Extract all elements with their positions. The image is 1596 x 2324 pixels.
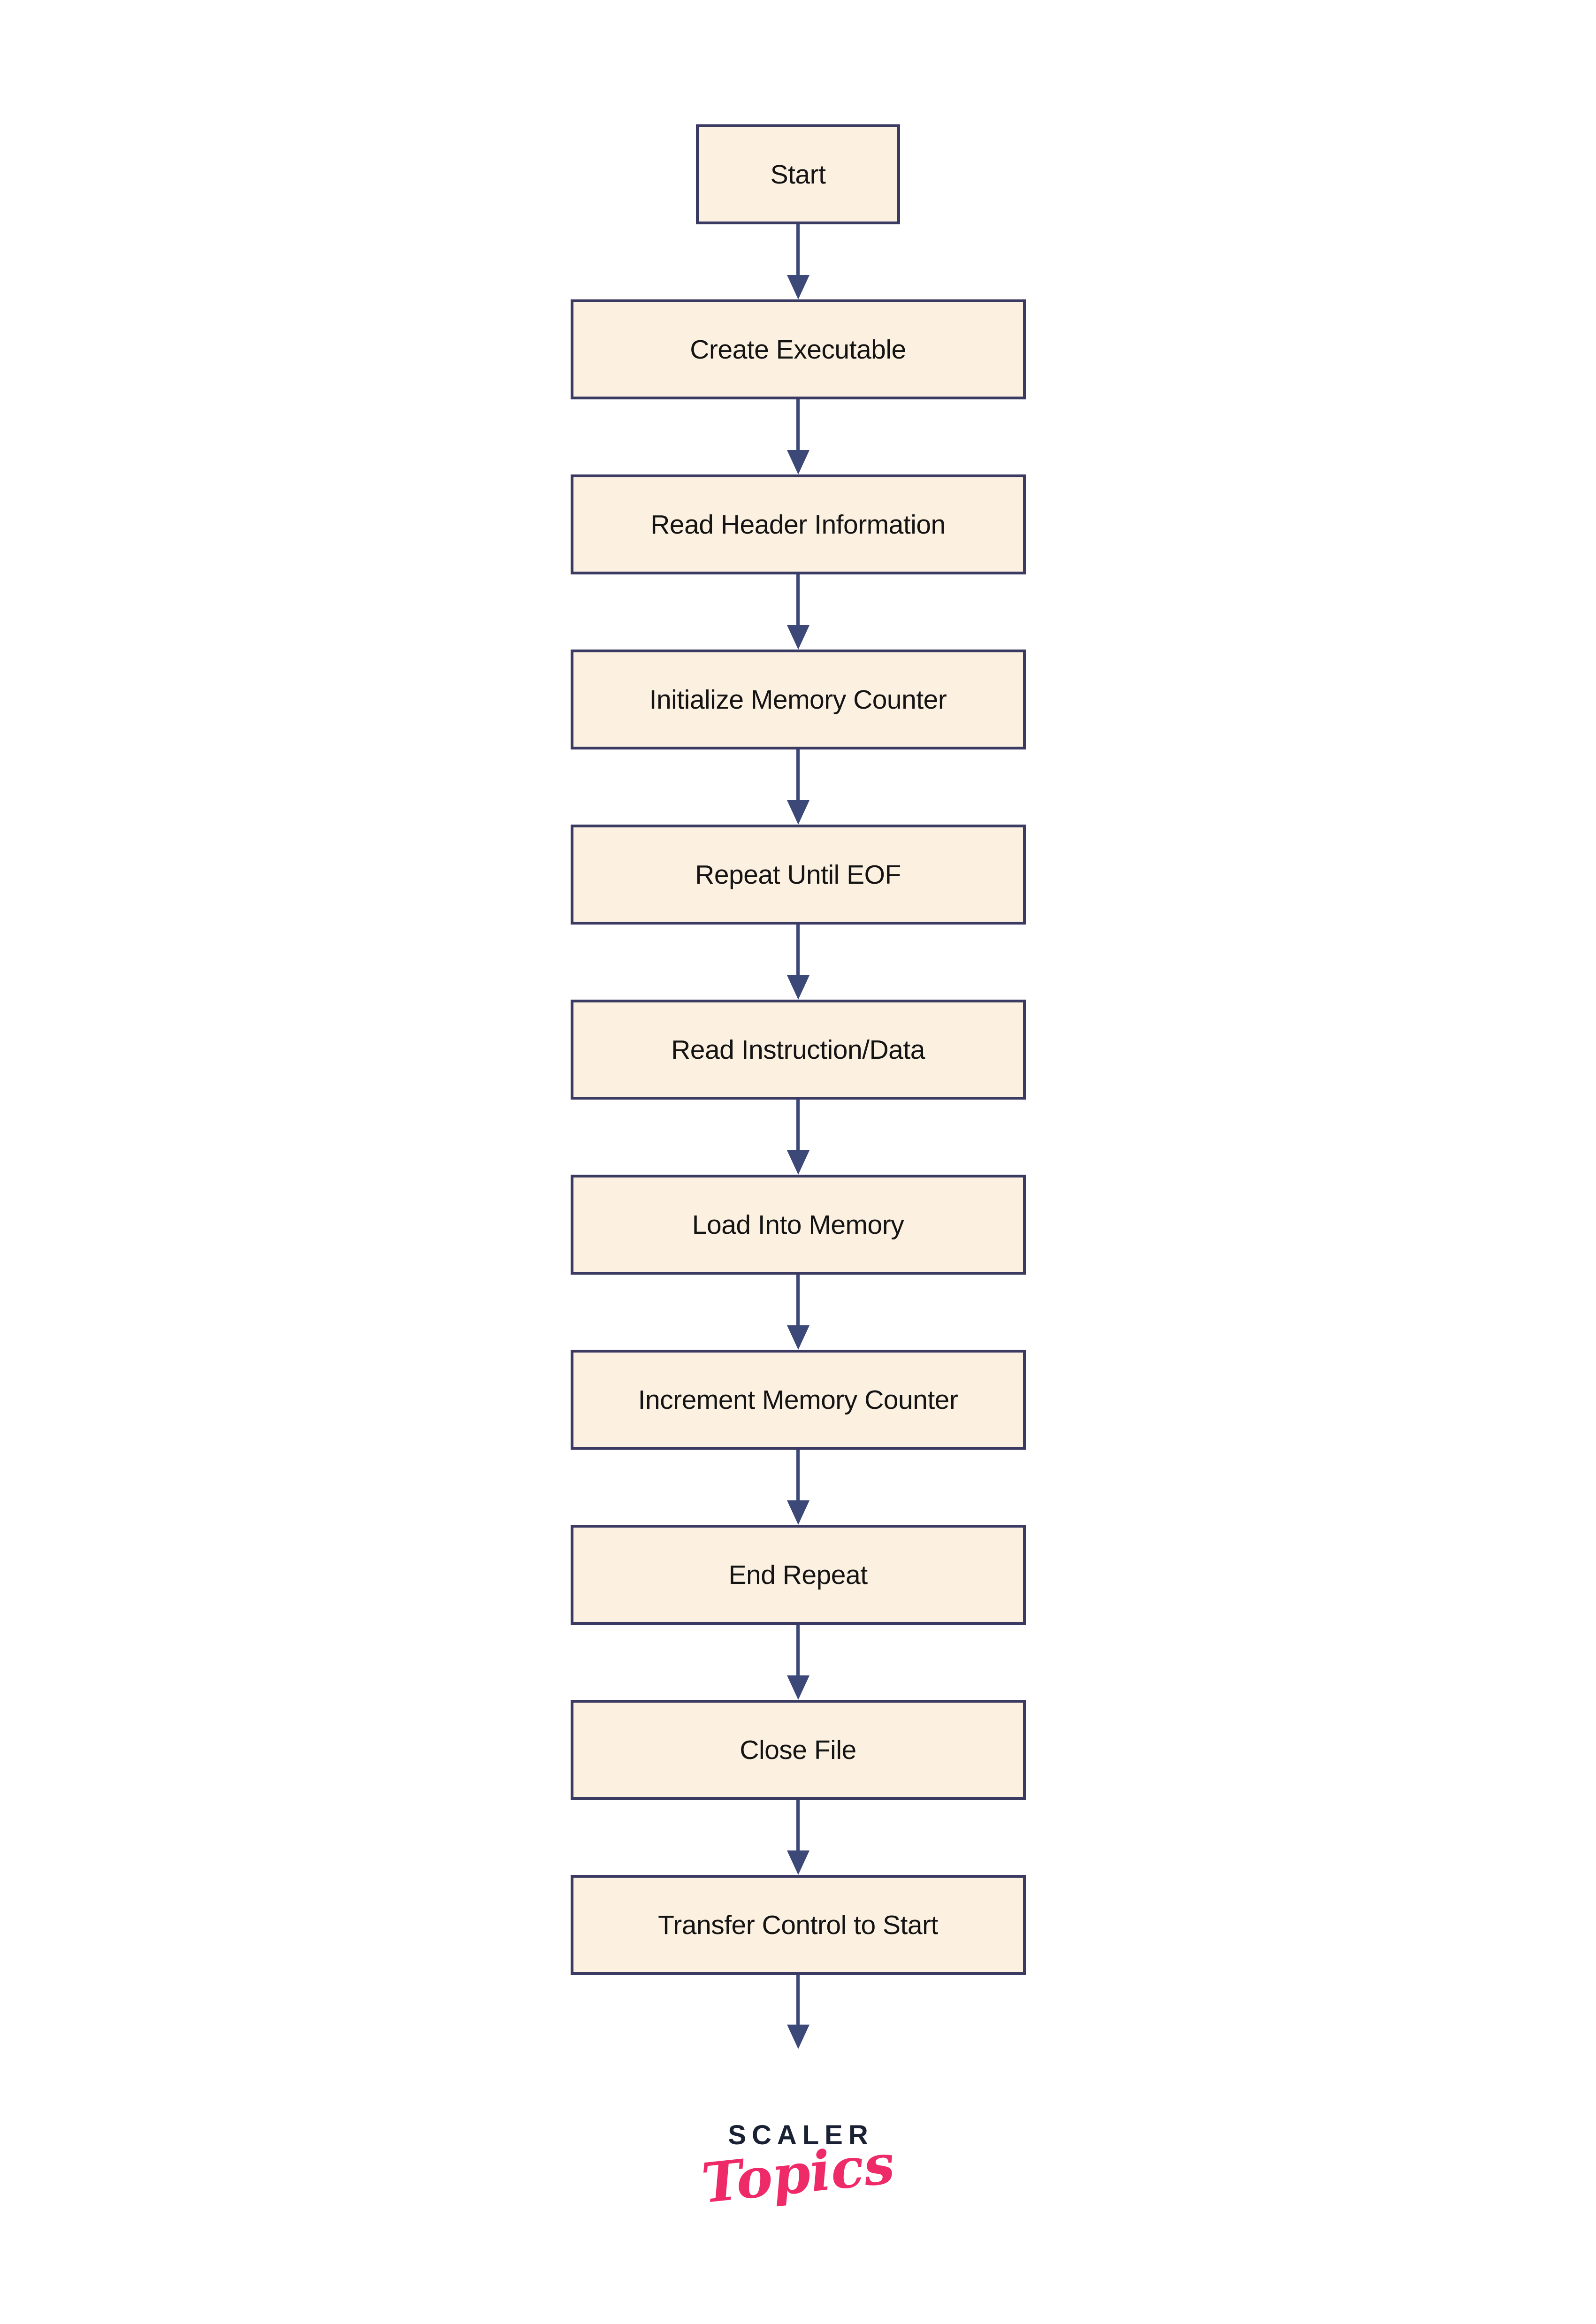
arrow-head-icon <box>787 2025 809 2049</box>
scaler-topics-logo: SCALER Topics <box>699 2119 897 2216</box>
node-create-executable: Create Executable <box>570 299 1026 399</box>
arrow-head-icon <box>787 1850 809 1875</box>
flow-arrow <box>787 1800 809 1875</box>
arrow-line <box>796 749 800 800</box>
arrow-line <box>796 1275 800 1325</box>
arrow-line <box>796 224 800 275</box>
arrow-head-icon <box>787 450 809 474</box>
arrow-head-icon <box>787 1325 809 1350</box>
arrow-line <box>796 1100 800 1150</box>
node-end-repeat: End Repeat <box>570 1525 1026 1625</box>
node-start: Start <box>696 124 900 224</box>
arrow-head-icon <box>787 625 809 650</box>
arrow-line <box>796 1975 800 2025</box>
arrow-head-icon <box>787 1500 809 1525</box>
logo-scaler-text: SCALER <box>728 2120 874 2150</box>
node-transfer-control-to-start: Transfer Control to Start <box>570 1875 1026 1975</box>
flow-arrow <box>787 925 809 1000</box>
flow-arrow <box>787 1450 809 1525</box>
node-read-instruction-data: Read Instruction/Data <box>570 1000 1026 1100</box>
flow-arrow <box>787 224 809 299</box>
arrow-line <box>796 574 800 625</box>
node-increment-memory-counter: Increment Memory Counter <box>570 1350 1026 1450</box>
node-close-file: Close File <box>570 1700 1026 1800</box>
flow-arrow <box>787 1625 809 1700</box>
arrow-line <box>796 399 800 450</box>
arrow-head-icon <box>787 275 809 299</box>
node-repeat-until-eof: Repeat Until EOF <box>570 825 1026 925</box>
flow-arrow-exit <box>787 1975 809 2049</box>
flow-arrow <box>787 1100 809 1175</box>
flowchart: Start Create Executable Read Header Info… <box>570 124 1026 2216</box>
arrow-line <box>796 1800 800 1850</box>
flow-arrow <box>787 399 809 474</box>
flow-arrow <box>787 749 809 825</box>
flow-arrow <box>787 574 809 650</box>
node-initialize-memory-counter: Initialize Memory Counter <box>570 650 1026 749</box>
arrow-head-icon <box>787 1675 809 1700</box>
arrow-head-icon <box>787 975 809 1000</box>
node-load-into-memory: Load Into Memory <box>570 1175 1026 1275</box>
arrow-head-icon <box>787 1150 809 1175</box>
arrow-line <box>796 925 800 975</box>
arrow-line <box>796 1625 800 1675</box>
node-read-header-information: Read Header Information <box>570 474 1026 574</box>
arrow-line <box>796 1450 800 1500</box>
flow-arrow <box>787 1275 809 1350</box>
arrow-head-icon <box>787 800 809 825</box>
